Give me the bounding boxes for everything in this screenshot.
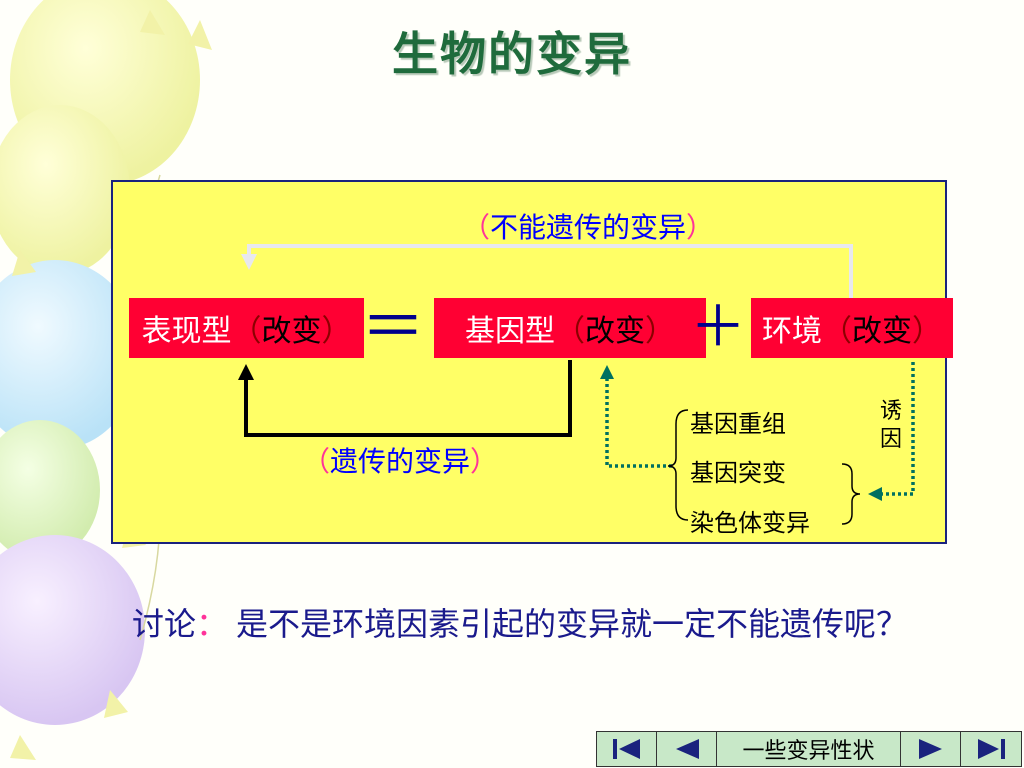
previous-slide-button[interactable] <box>657 732 717 766</box>
first-slide-button[interactable] <box>597 732 657 766</box>
last-slide-button[interactable] <box>961 732 1021 766</box>
nonheritable-variation-label: （不能遗传的变异） <box>462 211 715 244</box>
next-slide-button[interactable] <box>901 732 961 766</box>
source-chromosome-variation: 染色体变异 <box>690 509 810 537</box>
slide-title: 生物的变异 <box>392 27 632 81</box>
heritable-variation-label: （遗传的变异） <box>302 445 499 478</box>
last-slide-icon <box>978 739 1005 759</box>
previous-slide-icon <box>675 739 699 759</box>
source-gene-mutation: 基因突变 <box>690 459 786 487</box>
slide-link-button[interactable]: 一些变异性状 <box>717 732 901 766</box>
slide-link-label: 一些变异性状 <box>742 739 875 764</box>
next-slide-icon <box>918 739 942 759</box>
source-gene-recombination: 基因重组 <box>690 410 786 438</box>
inducer-label: 诱因 <box>880 399 903 452</box>
first-slide-icon <box>612 739 640 759</box>
discussion-question: 讨论：是不是环境因素引起的变异就一定不能遗传呢？ <box>132 605 909 643</box>
genotype-box: 基因型（改变） <box>434 298 706 358</box>
equals-sign: ＝ <box>361 291 425 365</box>
plus-sign: ＋ <box>690 295 746 360</box>
phenotype-box: 表现型（改变） <box>129 298 364 358</box>
slide-navigation-bar: 一些变异性状 <box>596 731 1022 767</box>
environment-box: 环境（改变） <box>751 298 953 358</box>
